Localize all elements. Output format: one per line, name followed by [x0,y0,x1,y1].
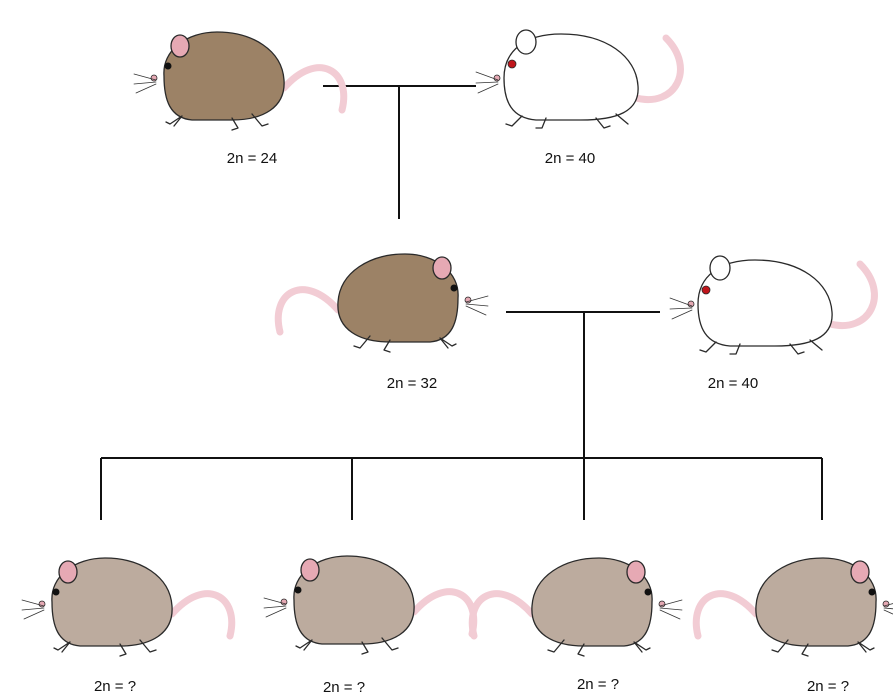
brown-mouse-parent-1 [134,32,344,130]
offspring-bracket [101,458,822,520]
albino-parent-1-chromosome-label: 2n = 40 [545,150,595,167]
brown-mouse-hybrid-parent [278,254,488,352]
offspring-mouse-2 [264,556,474,654]
albino-parent-2-chromosome-label: 2n = 40 [708,375,758,392]
offspring-1-chromosome-label: 2n = ? [94,678,136,695]
offspring-mouse-4 [696,558,893,656]
albino-rat-parent-1 [476,30,680,128]
offspring-2-chromosome-label: 2n = ? [323,679,365,696]
brown-parent-1-chromosome-label: 2n = 24 [227,150,277,167]
generation-2-cross-line [506,312,660,458]
hybrid-parent-chromosome-label: 2n = 32 [387,375,437,392]
offspring-mouse-1 [22,558,232,656]
offspring-mouse-3 [472,558,682,656]
albino-rat-parent-2 [670,256,874,354]
offspring-3-chromosome-label: 2n = ? [577,676,619,693]
offspring-4-chromosome-label: 2n = ? [807,678,849,695]
